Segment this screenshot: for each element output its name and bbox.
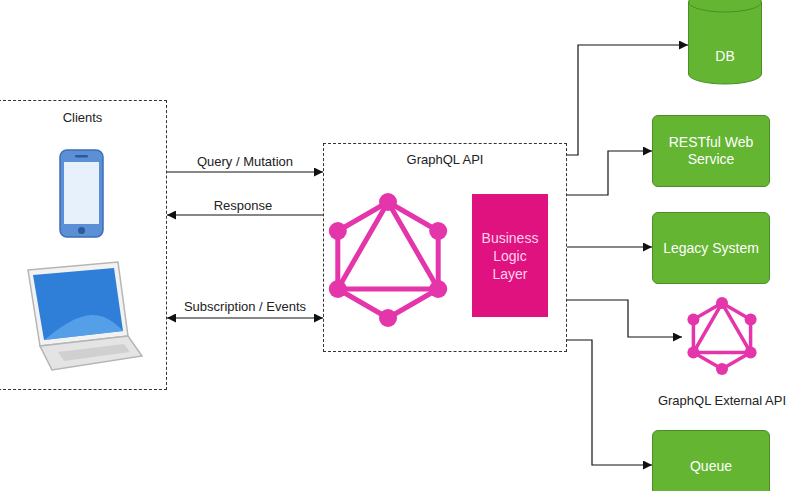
laptop-lid	[28, 262, 128, 346]
node-text: DB	[715, 48, 734, 64]
graphql-logo	[329, 193, 447, 327]
laptop-screen	[33, 268, 123, 340]
laptop-base	[40, 336, 142, 370]
logo-triangle	[338, 202, 438, 289]
node-text: GraphQL API	[324, 152, 566, 168]
connector-arrow	[567, 340, 652, 465]
logo-dot	[329, 222, 347, 240]
external-api-logo: GraphQL External API	[682, 297, 762, 375]
laptop-screen-wave	[44, 315, 123, 340]
connector-arrow	[567, 45, 688, 155]
phone-button	[78, 227, 85, 234]
connector-arrow	[567, 300, 682, 337]
logo-dot	[716, 363, 728, 375]
connector-arrow	[167, 171, 323, 172]
logo-dot	[329, 280, 347, 298]
laptop-keyboard	[58, 344, 130, 361]
phone-illustration	[60, 150, 103, 237]
logo-hexagon	[338, 202, 438, 318]
cylinder-shape	[688, 0, 762, 85]
logo-dot	[429, 280, 447, 298]
api-group: Business Logic Layer GraphQL API	[323, 143, 567, 352]
service-box: Queue	[652, 430, 770, 491]
connector-arrow	[167, 214, 323, 215]
logo-triangle	[693, 303, 750, 353]
logo-hexagon	[693, 303, 750, 369]
node-text: Clients	[0, 110, 166, 126]
logo-dot	[745, 314, 757, 326]
phone-body	[60, 150, 103, 237]
laptop-illustration	[28, 262, 142, 370]
logo-dot	[716, 297, 728, 309]
client-group: Clients	[0, 100, 167, 390]
service-box: RESTful Web Service	[652, 115, 770, 187]
logo-dot	[379, 309, 397, 327]
logo-dot	[379, 193, 397, 211]
node-text: Legacy System	[657, 240, 765, 257]
database-cylinder: DB	[688, 0, 762, 85]
logo-shape	[682, 297, 762, 375]
cylinder-body	[689, 0, 762, 84]
edge-label: Response	[214, 198, 273, 213]
connector-arrow	[167, 317, 323, 318]
logo-dot	[429, 222, 447, 240]
logo-dot	[687, 347, 699, 359]
node-text: GraphQL External API	[632, 393, 800, 409]
connector-arrow	[567, 246, 652, 247]
logo-dot	[745, 347, 757, 359]
phone-screen	[64, 162, 99, 224]
logic-box: Business Logic Layer	[472, 194, 548, 317]
node-text: Queue	[684, 458, 738, 475]
cylinder-rim	[689, 2, 762, 12]
service-box: Legacy System	[652, 212, 770, 284]
phone-speaker	[75, 155, 88, 158]
connector-arrow	[567, 151, 652, 195]
node-text: RESTful Web Service	[653, 134, 769, 168]
edge-label: Query / Mutation	[197, 154, 293, 169]
logo-dot	[687, 314, 699, 326]
edge-label: Subscription / Events	[184, 299, 306, 314]
node-text: Business Logic Layer	[472, 229, 548, 283]
